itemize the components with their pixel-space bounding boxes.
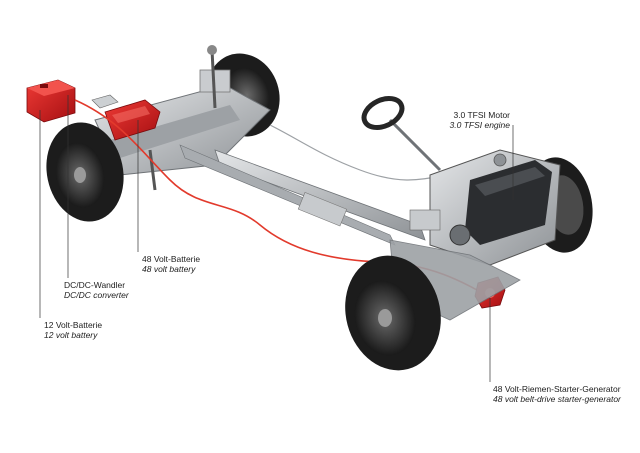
label-dcdc-converter-en: DC/DC converter	[64, 290, 129, 300]
label-48v-battery-en: 48 volt battery	[142, 264, 196, 274]
battery-48v-part	[104, 99, 161, 141]
rear-subframe	[94, 45, 271, 191]
steering-assembly	[361, 95, 442, 172]
label-12v-battery-en: 12 volt battery	[44, 330, 98, 340]
label-belt-starter-generator: 48 Volt-Riemen-Starter-Generator 48 volt…	[493, 384, 621, 404]
label-dcdc-converter-de: DC/DC-Wandler	[64, 280, 126, 290]
engine-part	[409, 149, 561, 266]
front-left-wheel	[345, 255, 441, 371]
label-dcdc-converter: DC/DC-Wandler DC/DC converter	[64, 280, 129, 300]
battery-12v-part	[26, 79, 76, 123]
label-12v-battery: 12 Volt-Batterie 12 volt battery	[44, 320, 102, 340]
label-48v-battery-de: 48 Volt-Batterie	[142, 254, 201, 264]
label-12v-battery-de: 12 Volt-Batterie	[44, 320, 103, 330]
label-48v-battery: 48 Volt-Batterie 48 volt battery	[142, 254, 200, 274]
label-belt-starter-generator-de: 48 Volt-Riemen-Starter-Generator	[493, 384, 621, 394]
label-engine-en: 3.0 TFSI engine	[449, 120, 510, 130]
label-engine-de: 3.0 TFSI Motor	[453, 110, 510, 120]
label-engine: 3.0 TFSI Motor 3.0 TFSI engine	[450, 110, 510, 130]
label-belt-starter-generator-en: 48 volt belt-drive starter-generator	[493, 394, 621, 404]
callout-lines	[39, 95, 514, 382]
dcdc-converter-part	[91, 94, 119, 109]
